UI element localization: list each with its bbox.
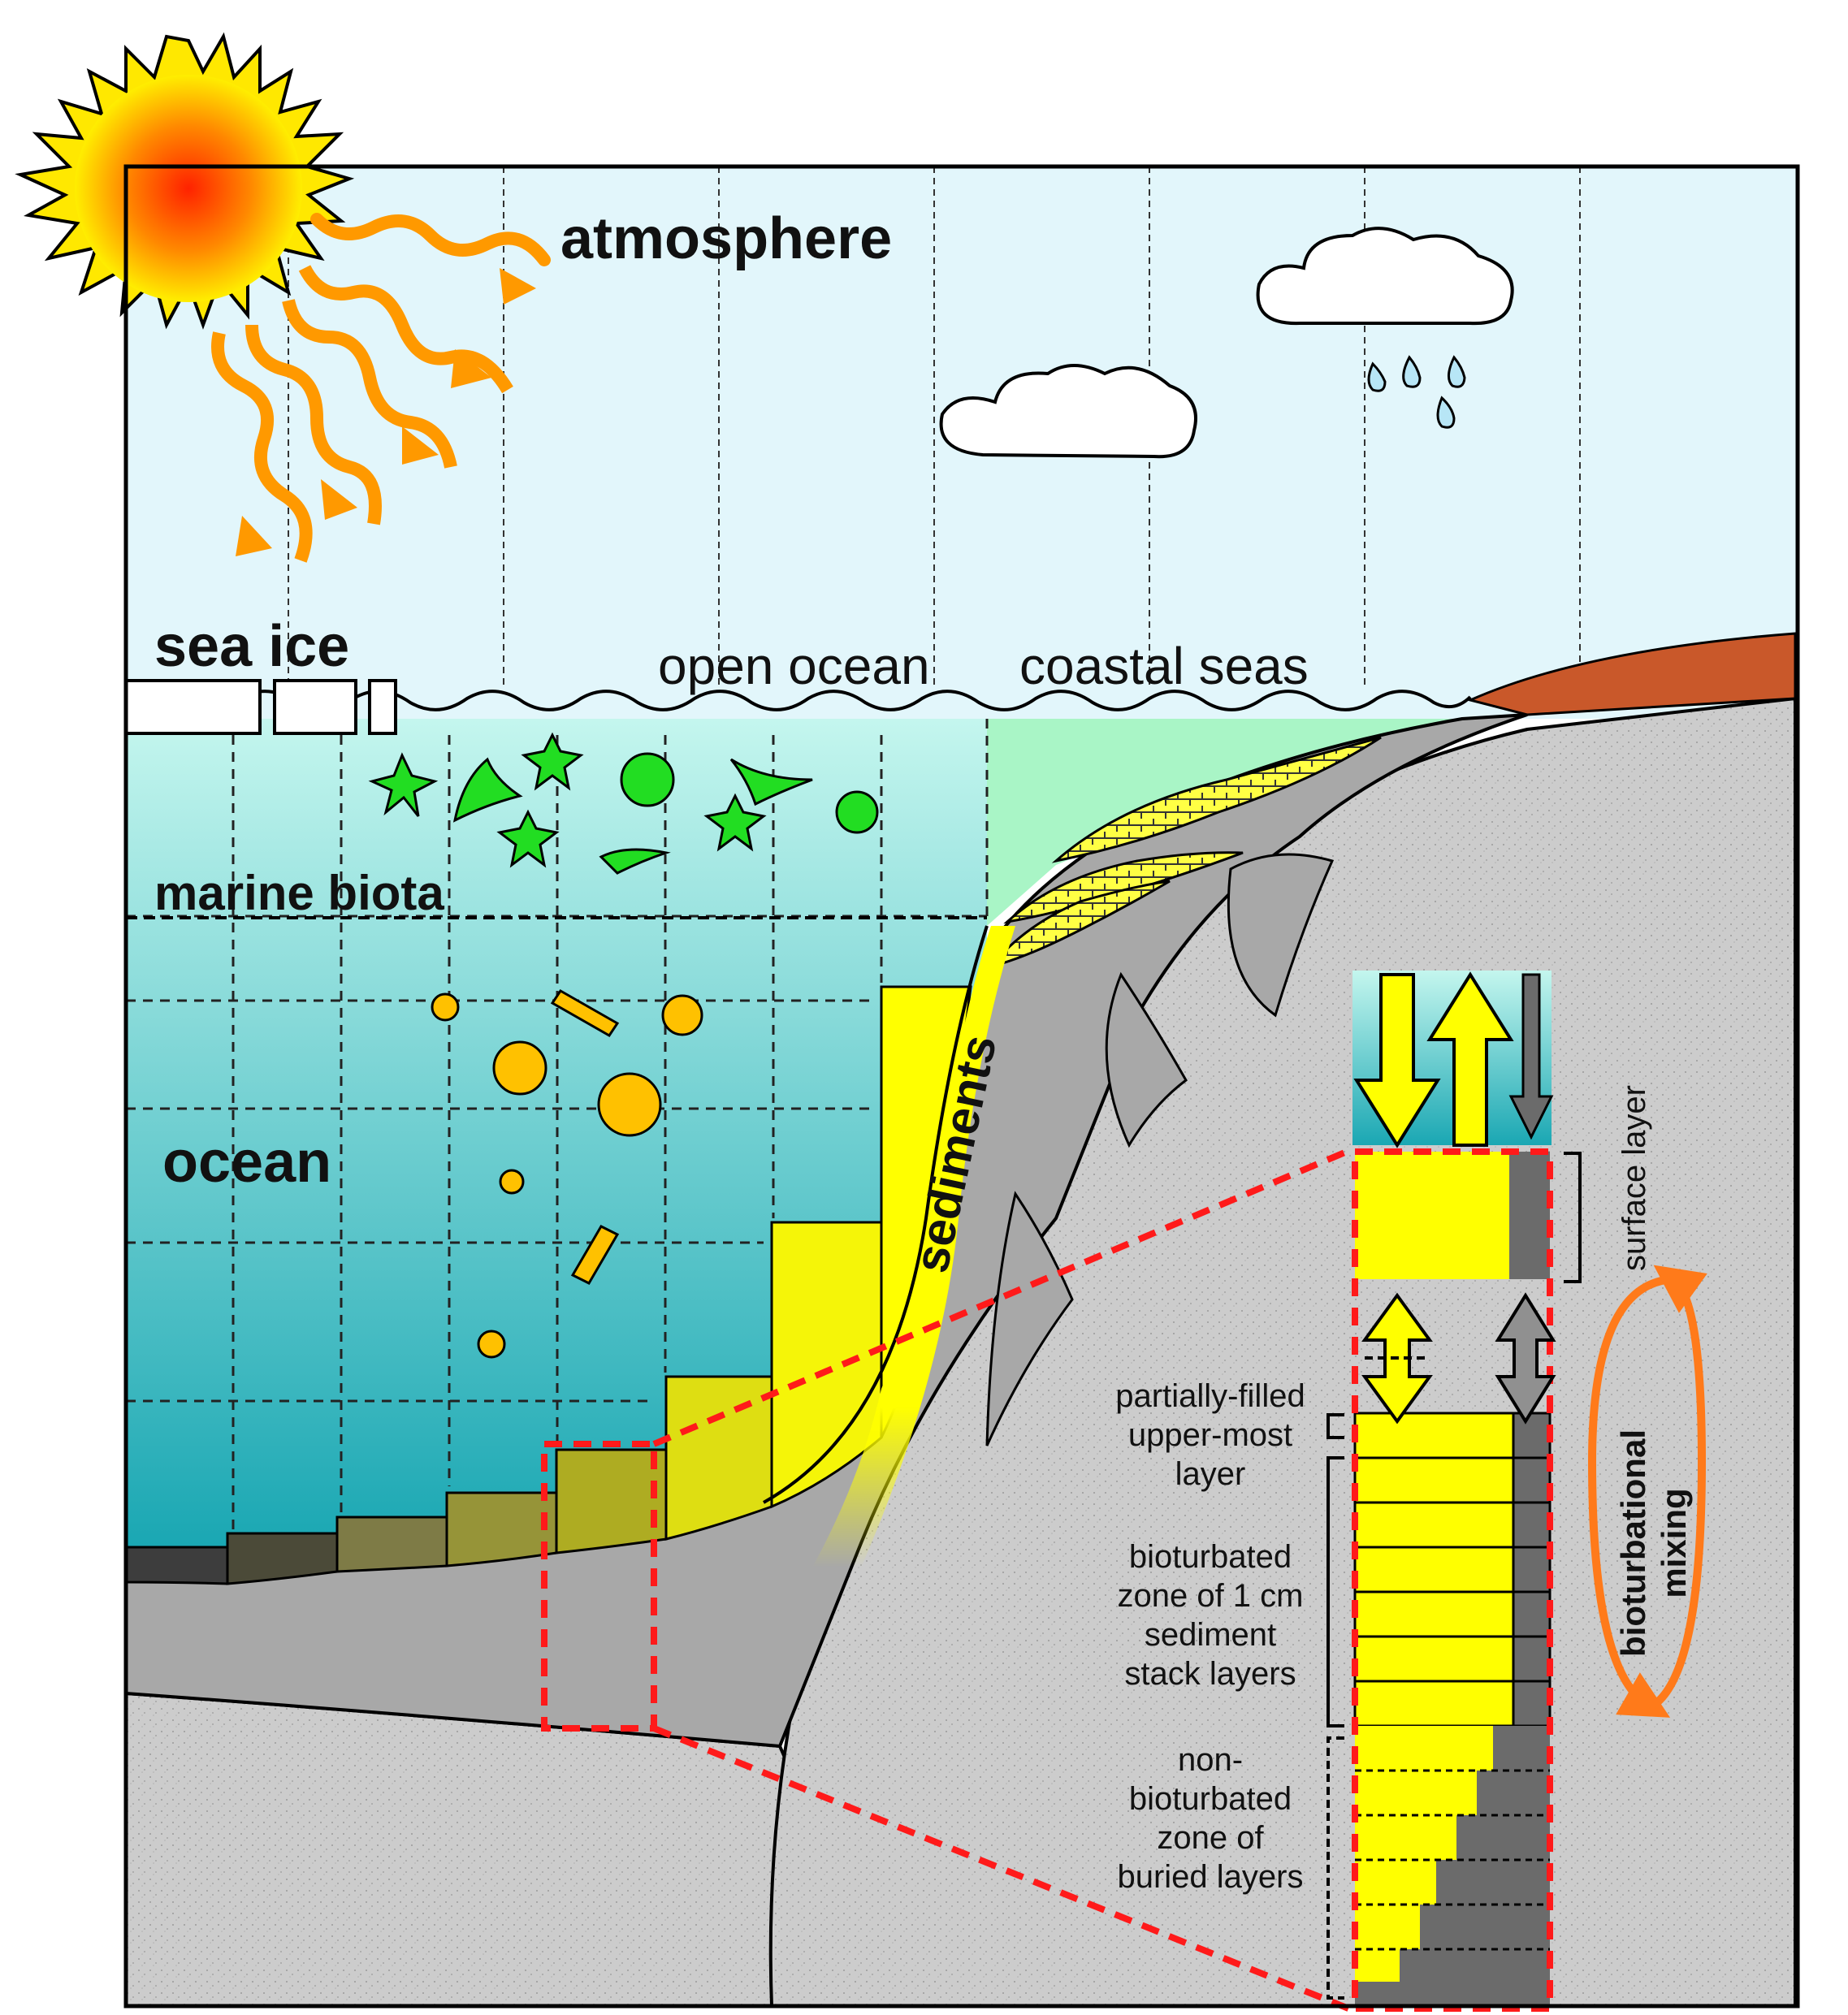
label-open-ocean: open ocean (658, 637, 930, 695)
non-bioturbated-bracket (1326, 1736, 1344, 2000)
surface-layer-bracket (1564, 1152, 1582, 1283)
label-atmosphere: atmosphere (560, 206, 892, 271)
rock-ridge-2 (1227, 853, 1335, 1018)
mixing-arrow (1587, 1275, 1674, 1718)
svg-text:layer: layer (1175, 1456, 1246, 1492)
rock-ridge-1 (1105, 971, 1188, 1148)
raindrop-icon (1448, 355, 1466, 388)
partially-filled-bracket (1326, 1413, 1344, 1439)
sediment-column (1326, 971, 1707, 2012)
plankton-icon (452, 757, 523, 823)
svg-text:zone of 1 cm: zone of 1 cm (1117, 1578, 1303, 1614)
flux-arrow-icon (1353, 973, 1441, 1148)
plankton-icon (703, 793, 767, 852)
cloud-icon (939, 364, 1197, 459)
plankton-icon (599, 848, 671, 875)
svg-text:zone of: zone of (1157, 1820, 1264, 1856)
slope-sediment (812, 926, 1015, 1567)
atmosphere-grid (288, 166, 1581, 686)
plankton-icon (477, 1330, 506, 1359)
sinking-particles (431, 989, 703, 1359)
zoom-highlight (541, 1146, 1354, 2013)
svg-text:buried layers: buried layers (1117, 1859, 1303, 1895)
label-partially-filled: partially-filled upper-most layer (1115, 1378, 1305, 1492)
column-outline (1352, 1148, 1553, 2012)
sun-icon (15, 32, 355, 330)
flux-arrow-icon (1508, 973, 1554, 1140)
carbonate-lens-1 (1051, 736, 1382, 863)
rock-ridge-3 (985, 1191, 1074, 1446)
plankton-icon (597, 1072, 662, 1137)
ice-floe-icon (368, 679, 397, 735)
svg-text:upper-most: upper-most (1128, 1417, 1292, 1453)
svg-text:partially-filled: partially-filled (1115, 1378, 1305, 1414)
svg-text:bioturbated: bioturbated (1129, 1539, 1292, 1575)
svg-text:sediment: sediment (1145, 1617, 1276, 1653)
label-mixing: mixing (1655, 1488, 1693, 1598)
bioturbated-bracket (1326, 1456, 1344, 1727)
plankton-icon (729, 758, 813, 806)
slope-sediment-line (763, 925, 989, 1504)
coastal-sea-water (987, 719, 1462, 926)
plankton-icon (431, 992, 460, 1022)
flux-arrow-icon (1426, 971, 1514, 1147)
label-bioturbated-zone: bioturbated zone of 1 cm sediment stack … (1117, 1539, 1303, 1692)
exchange-arrow-gray (1495, 1292, 1556, 1425)
surface-layer-gray (1509, 1152, 1550, 1279)
solar-radiation (211, 213, 551, 563)
cloud-icon (1256, 227, 1514, 326)
raindrop-icon (1367, 361, 1387, 392)
svg-text:non-: non- (1178, 1742, 1243, 1778)
label-sea-ice: sea ice (154, 614, 349, 679)
plankton-icon (661, 994, 703, 1036)
diagram-frame (123, 164, 1800, 2009)
raindrops (1367, 355, 1466, 429)
plankton-icon (492, 1040, 547, 1096)
ice-floe-icon (273, 679, 357, 735)
plankton-icon (521, 732, 584, 791)
plankton-icon (570, 1225, 620, 1285)
label-coastal-seas: coastal seas (1019, 637, 1309, 695)
plankton-icon (550, 989, 620, 1037)
label-marine-biota: marine biota (154, 866, 444, 920)
sea-ice (124, 679, 397, 735)
plankton-icon (496, 809, 560, 868)
svg-text:bioturbated: bioturbated (1129, 1781, 1292, 1817)
stack-layers (1353, 1412, 1552, 1727)
surface-layer-yellow (1355, 1152, 1509, 1279)
mixing-arrow (1651, 1265, 1707, 1710)
plankton-icon (368, 752, 439, 817)
buried-layers (1355, 1726, 1550, 2006)
marine-biota-plankton (368, 732, 879, 875)
label-bioturbational: bioturbational (1614, 1429, 1652, 1657)
label-non-bioturbated-zone: non- bioturbated zone of buried layers (1117, 1742, 1303, 1895)
raindrop-icon (1436, 396, 1456, 429)
raindrop-icon (1402, 355, 1422, 388)
plankton-icon (499, 1169, 525, 1195)
land-surface (1466, 632, 1797, 716)
label-surface-layer: surface layer (1616, 1085, 1652, 1271)
ice-floe-icon (124, 679, 262, 735)
label-ocean: ocean (162, 1130, 331, 1195)
carbonate-lens-3 (988, 880, 1171, 969)
plankton-icon (835, 790, 879, 834)
plankton-icon (620, 752, 675, 807)
svg-text:stack layers: stack layers (1124, 1656, 1296, 1692)
solar-radiation-heads (236, 268, 536, 556)
